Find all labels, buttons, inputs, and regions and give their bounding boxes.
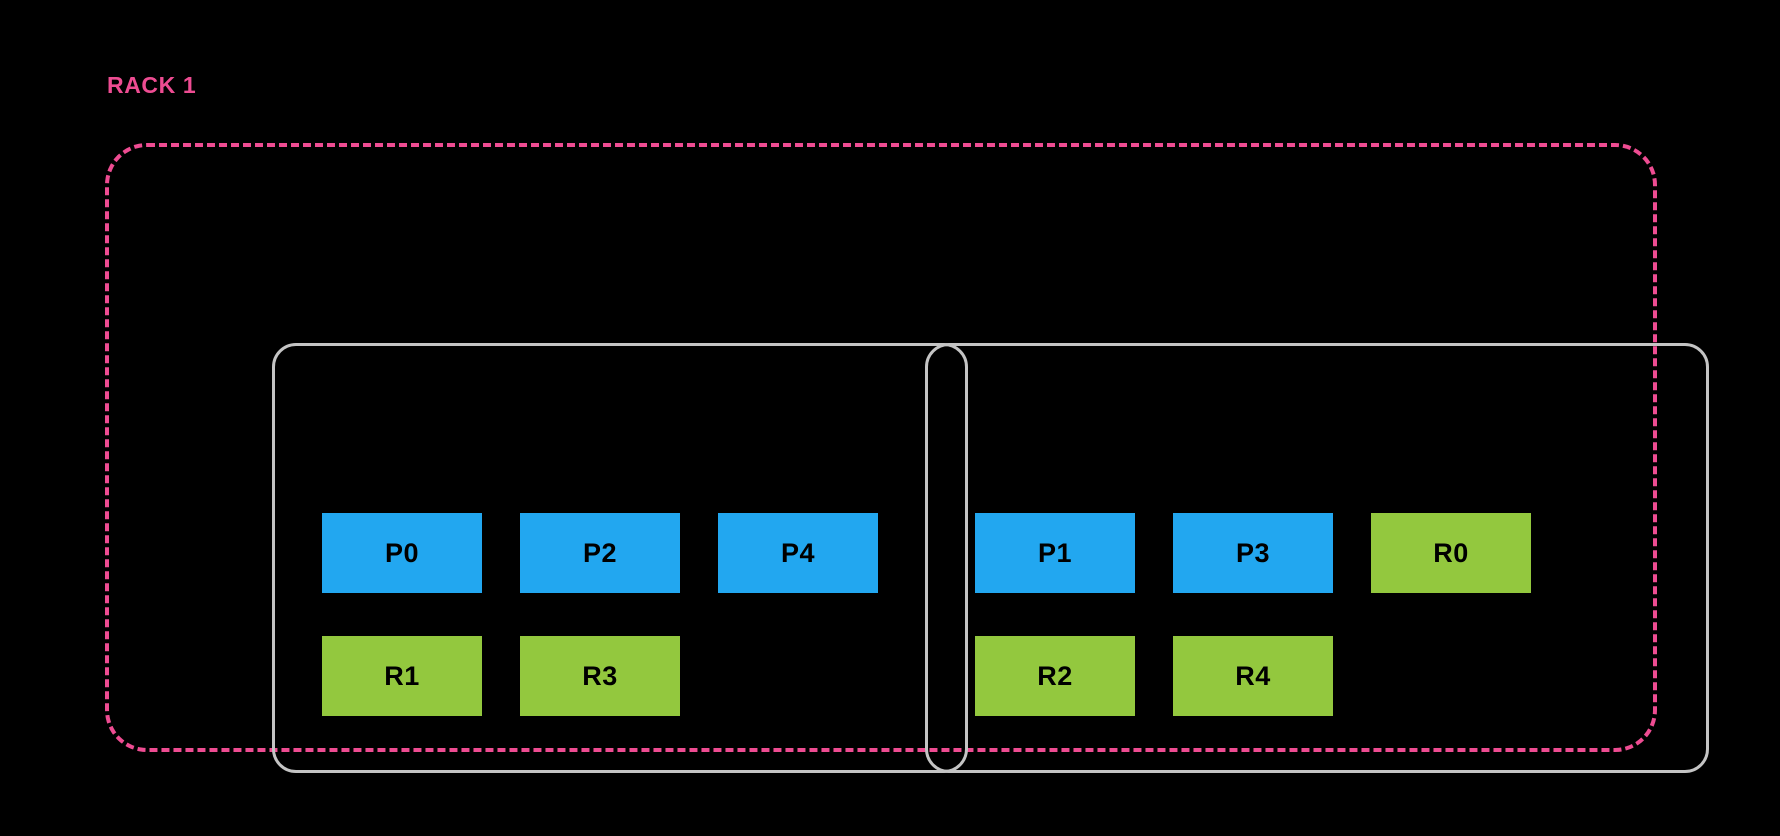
chip-r1[interactable]: R1 [322,636,482,716]
node-box-2: P1 P3 R0 R2 R4 [925,343,1709,773]
chip-r4[interactable]: R4 [1173,636,1333,716]
node-1-replica-row: R1 R3 [322,636,680,716]
chip-r2[interactable]: R2 [975,636,1135,716]
rack-label: RACK 1 [107,72,197,98]
chip-r0[interactable]: R0 [1371,513,1531,593]
chip-p4[interactable]: P4 [718,513,878,593]
rack-container: P0 P2 P4 R1 R3 P1 P3 R0 R2 R4 [105,143,1709,773]
chip-p2[interactable]: P2 [520,513,680,593]
node-2-partition-row: P1 P3 R0 [975,513,1531,593]
chip-r3[interactable]: R3 [520,636,680,716]
chip-p1[interactable]: P1 [975,513,1135,593]
node-2-replica-row: R2 R4 [975,636,1333,716]
chip-p0[interactable]: P0 [322,513,482,593]
chip-p3[interactable]: P3 [1173,513,1333,593]
node-box-1: P0 P2 P4 R1 R3 [272,343,968,773]
node-1-partition-row: P0 P2 P4 [322,513,878,593]
